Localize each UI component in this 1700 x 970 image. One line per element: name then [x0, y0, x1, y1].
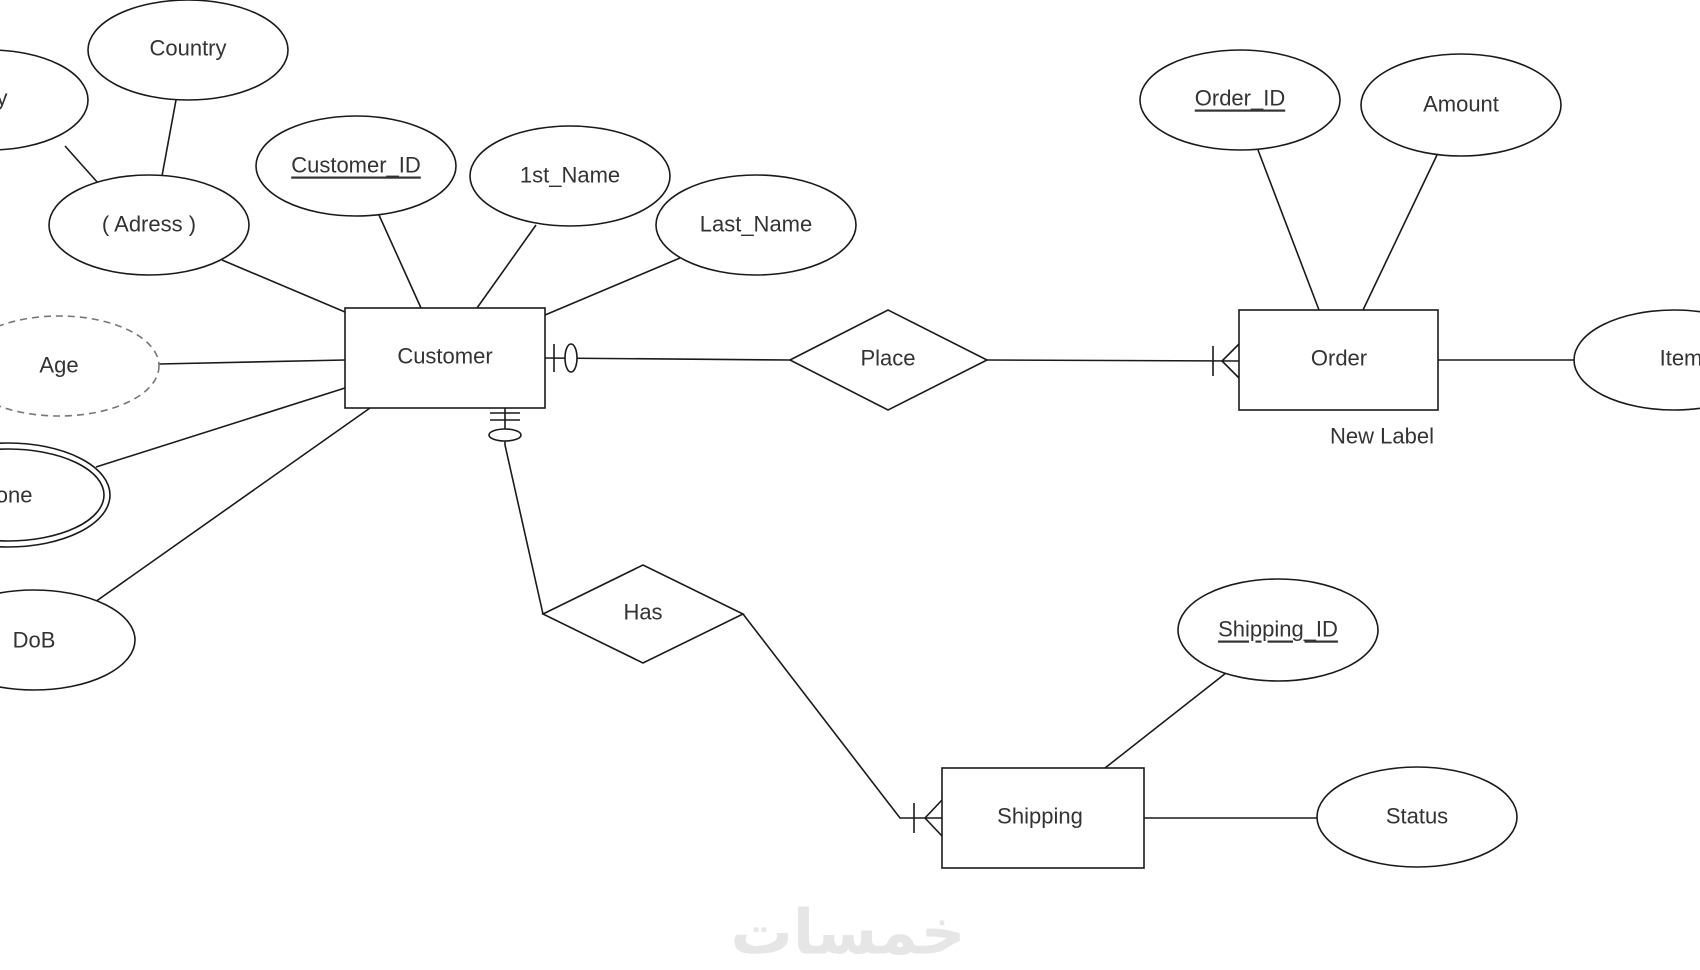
connector-has-shipping: [742, 613, 942, 819]
entity-label: Order: [1311, 346, 1367, 371]
attribute-shipping-id[interactable]: Shipping_ID: [1177, 578, 1379, 682]
attribute-item[interactable]: Item: [1573, 309, 1700, 411]
entity-caption-new-label[interactable]: New Label: [1330, 424, 1434, 449]
attribute-label: 1st_Name: [520, 163, 620, 188]
connector-dob-customer: [94, 407, 371, 603]
attribute-label: y: [0, 86, 8, 111]
attribute-label: Item: [1660, 346, 1700, 371]
entity-customer[interactable]: Customer: [344, 307, 546, 409]
connector-phone-customer: [95, 387, 346, 468]
watermark-logo: خمسات: [731, 896, 966, 969]
attribute-label: Amount: [1423, 92, 1499, 117]
crows-foot-icon: [1220, 343, 1240, 379]
attribute-label: ( Adress ): [102, 212, 196, 237]
connector-lastname-customer: [544, 257, 681, 316]
connector-age-customer: [158, 359, 346, 365]
attribute-label: Status: [1386, 804, 1448, 829]
attribute-label: Last_Name: [700, 212, 813, 237]
attribute-first-name[interactable]: 1st_Name: [469, 125, 671, 227]
attribute-label: Shipping_ID: [1218, 617, 1338, 642]
attribute-city[interactable]: y: [0, 49, 89, 151]
attribute-adress[interactable]: ( Adress ): [48, 174, 250, 276]
relationship-label: Has: [623, 600, 662, 625]
connector-place-order: [986, 359, 1240, 362]
attribute-customer-id[interactable]: Customer_ID: [255, 115, 457, 217]
attribute-age[interactable]: Age: [0, 315, 160, 417]
zero-circle-icon: [488, 428, 522, 442]
attribute-country[interactable]: Country: [87, 0, 289, 101]
connector-customerid-customer: [378, 214, 422, 309]
attribute-amount[interactable]: Amount: [1360, 53, 1562, 157]
relationship-label: Place: [860, 346, 915, 371]
attribute-label: Country: [149, 36, 226, 61]
cardinality-customer-has: [488, 412, 522, 442]
attribute-last-name[interactable]: Last_Name: [655, 174, 857, 276]
attribute-label: Customer_ID: [291, 153, 421, 178]
connector-adress-customer: [221, 259, 346, 313]
entity-label: Shipping: [997, 804, 1083, 829]
attribute-label: DoB: [13, 628, 56, 653]
zero-circle-icon: [564, 343, 578, 373]
entity-label: Customer: [397, 344, 492, 369]
entity-shipping[interactable]: Shipping: [941, 767, 1145, 869]
entity-order[interactable]: Order: [1238, 309, 1439, 411]
connector-city-adress: [64, 145, 99, 184]
connector-shippingid-shipping: [1104, 672, 1227, 769]
attribute-label: Order_ID: [1195, 86, 1285, 111]
connector-firstname-customer: [476, 224, 537, 309]
relationship-has[interactable]: Has: [541, 564, 745, 664]
cardinality-shipping-many: [913, 799, 943, 837]
connectors: [64, 99, 1574, 819]
connector-customer-place: [544, 357, 791, 361]
attribute-phone[interactable]: hone: [0, 442, 111, 548]
connector-orderid-order: [1257, 149, 1320, 311]
attribute-label: Age: [39, 353, 78, 378]
attribute-status[interactable]: Status: [1316, 766, 1518, 868]
attribute-order-id[interactable]: Order_ID: [1139, 49, 1341, 151]
cardinality-customer-place: [553, 343, 578, 373]
cardinality-order-many: [1212, 343, 1240, 379]
relationship-place[interactable]: Place: [788, 309, 989, 411]
crows-foot-icon: [923, 799, 943, 837]
attribute-dob[interactable]: DoB: [0, 589, 136, 691]
connector-country-adress: [161, 99, 177, 177]
connector-amount-order: [1362, 154, 1438, 311]
attribute-label: hone: [0, 483, 32, 508]
